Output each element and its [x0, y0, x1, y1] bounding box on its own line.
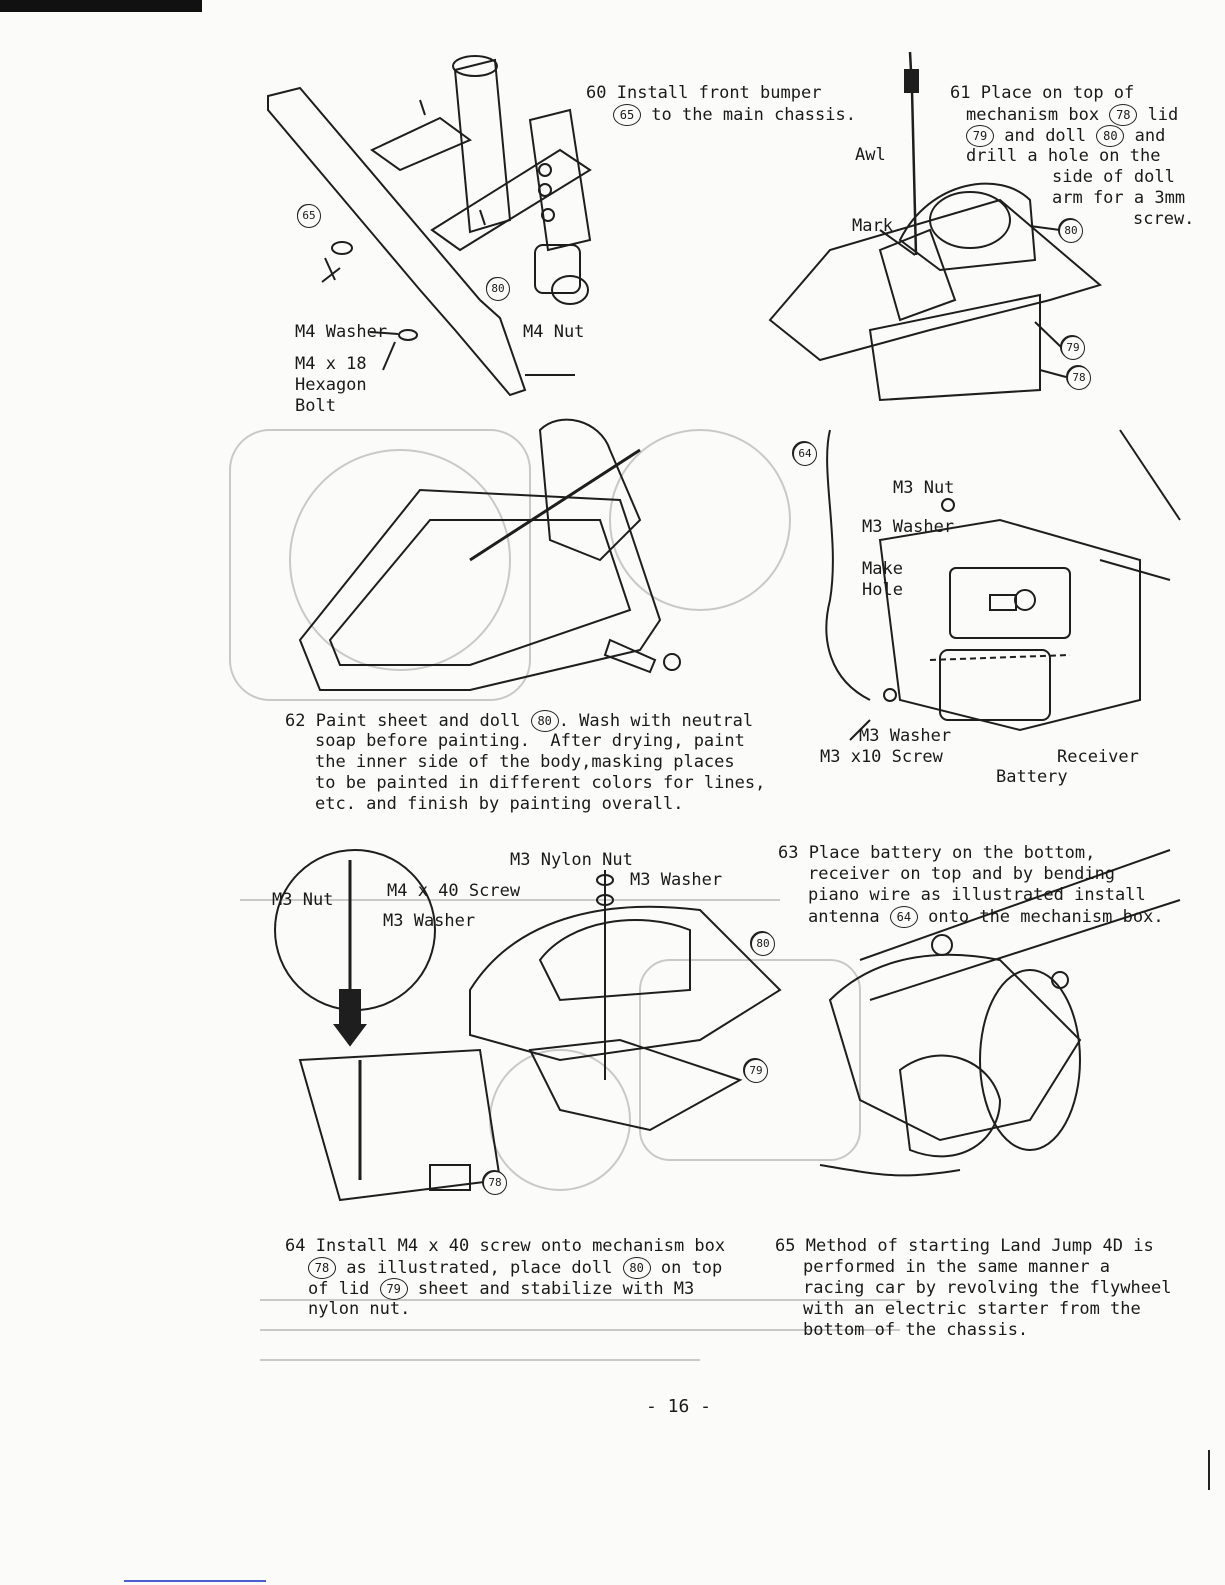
step-62-line5: etc. and finish by painting overall.: [315, 794, 684, 814]
step-63-line4: antenna 64 onto the mechanism box.: [808, 906, 1164, 928]
label-mark: Mark: [852, 216, 893, 236]
step-61-line2: mechanism box 78 lid: [966, 104, 1179, 126]
part-tag: 79: [1061, 336, 1085, 360]
label-m4x18: M4 x 18: [295, 354, 367, 374]
label-receiver: Receiver: [1057, 747, 1139, 767]
part-number-badge: 78: [1109, 104, 1138, 126]
label-m4-nut: M4 Nut: [523, 322, 585, 342]
page-number: - 16 -: [646, 1396, 712, 1417]
part-tag: 80: [1059, 219, 1083, 243]
part-tag: 78: [1067, 366, 1091, 390]
step-65-line5: bottom of the chassis.: [803, 1320, 1029, 1340]
step-65-line4: with an electric starter from the: [803, 1299, 1141, 1319]
part-tag: 79: [744, 1059, 768, 1083]
step-64-line3: of lid 79 sheet and stabilize with M3: [308, 1278, 695, 1300]
step-63-line3: piano wire as illustrated install: [808, 885, 1146, 905]
label-make: Make: [862, 559, 903, 579]
label-m3-washer: M3 Washer: [862, 517, 955, 537]
part-number-badge: 79: [379, 1278, 408, 1300]
step-62-line1: 62 Paint sheet and doll 80. Wash with ne…: [285, 710, 754, 732]
label-m3-washer-lower: M3 Washer: [859, 726, 952, 746]
step-63-line1: 63 Place battery on the bottom,: [778, 843, 1096, 863]
step-61-line1: 61 Place on top of: [950, 83, 1135, 103]
part-number-badge: 64: [889, 906, 918, 928]
part-number-badge: 78: [308, 1257, 336, 1279]
part-tag: 78: [483, 1171, 507, 1195]
part-tag: 65: [297, 204, 321, 228]
label-m3-washer-c: M3 Washer: [630, 870, 723, 890]
part-number-badge: 79: [966, 125, 994, 147]
step-60-line1: 60 Install front bumper: [586, 83, 822, 103]
label-m3-nut: M3 Nut: [893, 478, 955, 498]
step-61-line7: screw.: [1133, 209, 1195, 229]
bottom-edge-line: [124, 1580, 266, 1582]
part-number-badge: 65: [613, 104, 641, 126]
step-64-line1: 64 Install M4 x 40 screw onto mechanism …: [285, 1236, 726, 1256]
part-tag: 80: [486, 277, 510, 301]
part-number-badge: 80: [530, 710, 559, 732]
label-m3-nylon-nut: M3 Nylon Nut: [510, 850, 633, 870]
step-65-line3: racing car by revolving the flywheel: [803, 1278, 1172, 1298]
label-bolt: Bolt: [295, 396, 336, 416]
step-63-line2: receiver on top and by bending: [808, 864, 1116, 884]
label-battery: Battery: [996, 767, 1068, 787]
label-awl: Awl: [855, 145, 886, 165]
step-65-line2: performed in the same manner a: [803, 1257, 1111, 1277]
part-tag: 80: [751, 932, 775, 956]
part-number-badge: 80: [1096, 125, 1125, 147]
step-61-line4: drill a hole on the: [966, 146, 1161, 166]
step-62-line4: to be painted in different colors for li…: [315, 773, 766, 793]
step-64-line2: 78 as illustrated, place doll 80 on top: [308, 1257, 722, 1279]
step-62-line2: soap before painting. After drying, pain…: [315, 731, 745, 751]
label-hole: Hole: [862, 580, 903, 600]
label-m3-nut-lower: M3 Nut: [272, 890, 334, 910]
step-62-line3: the inner side of the body,masking place…: [315, 752, 735, 772]
step-61-line6: arm for a 3mm: [1052, 188, 1186, 208]
label-m4x40-screw: M4 x 40 Screw: [387, 881, 521, 901]
label-hexagon: Hexagon: [295, 375, 367, 395]
label-m3-washer-d: M3 Washer: [383, 911, 476, 931]
part-number-badge: 80: [622, 1257, 651, 1279]
step-64-line4: nylon nut.: [308, 1299, 411, 1319]
label-m3x10-screw: M3 x10 Screw: [820, 747, 943, 767]
part-tag: 64: [793, 442, 817, 466]
step-61-line5: side of doll: [1052, 167, 1175, 187]
step-61-line3: 79 and doll 80 and: [966, 125, 1165, 147]
step-65-line1: 65 Method of starting Land Jump 4D is: [775, 1236, 1154, 1256]
label-m4-washer: M4 Washer: [295, 322, 388, 342]
margin-mark: [1208, 1450, 1210, 1490]
top-black-bar: [0, 0, 202, 12]
step-60-line2: 65 to the main chassis.: [613, 104, 856, 126]
